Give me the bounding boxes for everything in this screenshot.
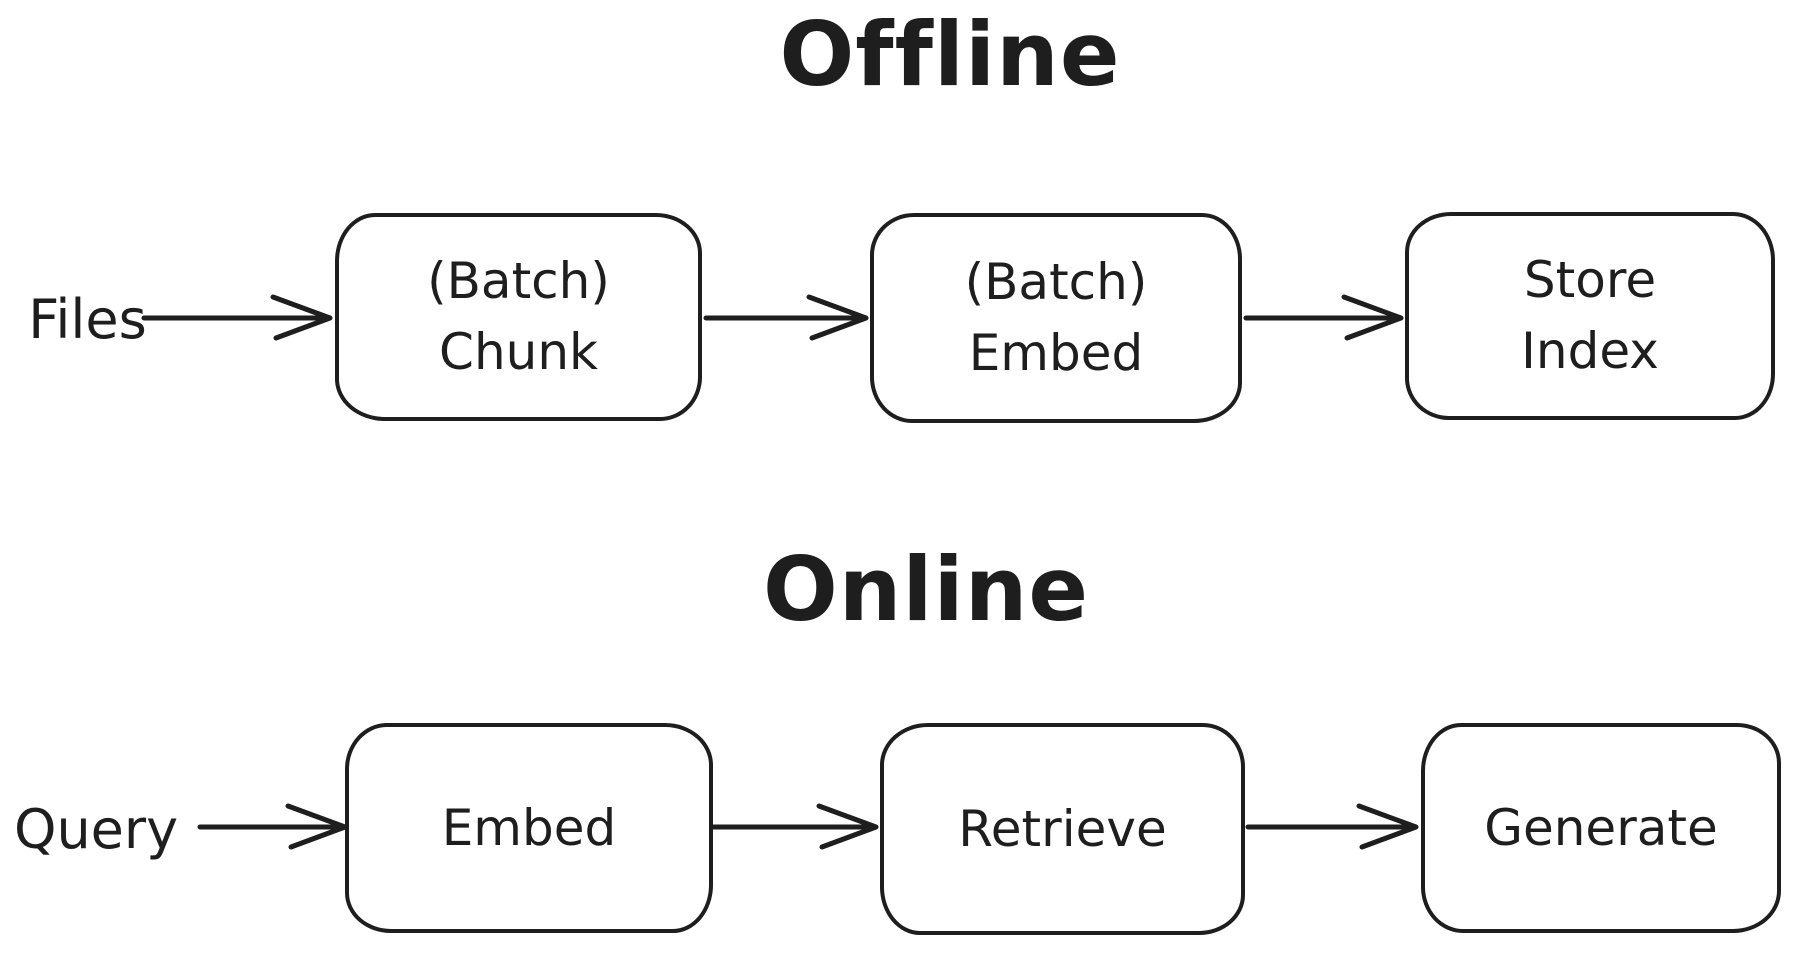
- section-title-offline: Offline: [779, 3, 1121, 106]
- arrow-stroke: [703, 294, 869, 341]
- node-label-line: Embed: [441, 798, 617, 857]
- arrow-stroke: [197, 803, 348, 850]
- node-label-line: (Batch): [427, 252, 610, 310]
- arrow-stroke: [1243, 294, 1404, 341]
- node-batch-chunk: (Batch) Chunk: [335, 213, 702, 421]
- arrow-query-to-embed-icon: [197, 803, 348, 850]
- node-label-line: Retrieve: [958, 799, 1167, 858]
- node-label-line: Index: [1521, 322, 1659, 380]
- arrow-stroke: [710, 803, 879, 850]
- node-embed: Embed: [345, 723, 713, 933]
- section-title-online: Online: [762, 538, 1090, 641]
- source-label-files: Files: [28, 288, 147, 351]
- arrow-files-to-chunk-icon: [141, 294, 333, 341]
- node-label-line: Embed: [968, 324, 1144, 382]
- arrow-embed-to-retrieve-icon: [710, 803, 879, 850]
- node-label-line: Generate: [1484, 798, 1718, 857]
- arrow-stroke: [1245, 803, 1419, 850]
- node-generate: Generate: [1421, 723, 1781, 933]
- node-label-line: Chunk: [439, 323, 598, 381]
- arrow-chunk-to-embed-icon: [703, 294, 869, 341]
- arrow-retrieve-to-generate-icon: [1245, 803, 1419, 850]
- node-label-line: (Batch): [964, 253, 1148, 311]
- source-label-query: Query: [13, 798, 179, 861]
- node-batch-embed: (Batch) Embed: [870, 213, 1242, 423]
- arrow-embed-to-store-icon: [1243, 294, 1404, 341]
- node-retrieve: Retrieve: [880, 723, 1245, 935]
- node-label-line: Store: [1523, 251, 1657, 309]
- arrow-stroke: [141, 294, 333, 341]
- node-store-index: Store Index: [1405, 212, 1775, 420]
